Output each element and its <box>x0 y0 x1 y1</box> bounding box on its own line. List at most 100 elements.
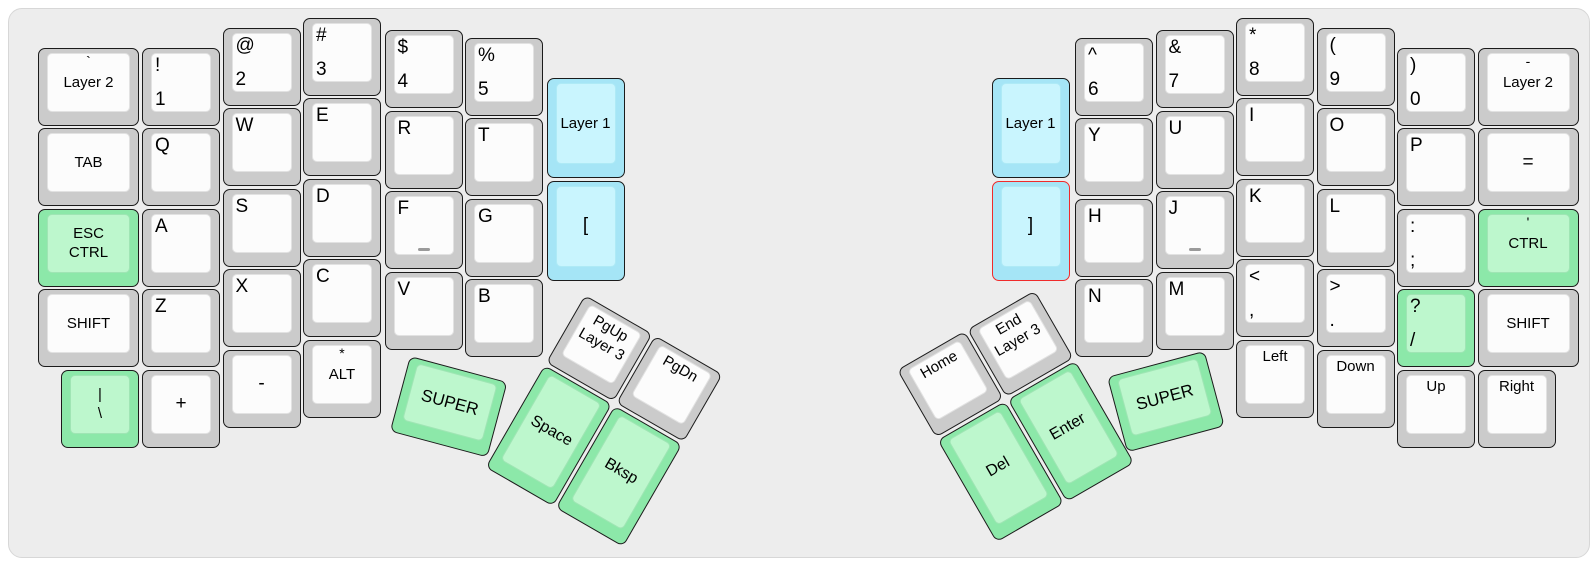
key-z[interactable]: Z <box>142 289 220 367</box>
key-h-legend: H <box>1088 205 1102 227</box>
key-up-arrow-legend: Up <box>1426 377 1446 395</box>
key-comma-legend: < <box>1249 266 1261 287</box>
key-b-cap: B <box>474 284 534 343</box>
key-question-slash[interactable]: ?/ <box>1397 289 1475 367</box>
key-5[interactable]: %5 <box>465 37 543 116</box>
key-super-left[interactable]: SUPER <box>389 356 508 458</box>
key-i-legend: I <box>1249 105 1255 126</box>
key-4[interactable]: $4 <box>384 30 463 108</box>
key-s[interactable]: S <box>222 188 301 267</box>
key-0-legend: ) <box>1410 54 1417 76</box>
key-y-legend: Y <box>1088 125 1101 146</box>
key-quote-ctrl-cap: 'CTRL <box>1486 213 1570 273</box>
key-1-legend: ! <box>155 54 161 76</box>
key-p[interactable]: P <box>1397 128 1475 206</box>
key-quote-ctrl[interactable]: 'CTRL <box>1477 208 1579 287</box>
key-down-arrow-cap: Down <box>1325 354 1386 414</box>
key-y[interactable]: Y <box>1075 118 1153 196</box>
key-pgdn-legend: PgDn <box>659 352 701 386</box>
key-equals[interactable]: = <box>1477 128 1579 206</box>
key-t[interactable]: T <box>465 118 543 196</box>
key-pipe-backslash[interactable]: |\ <box>61 369 139 448</box>
key-b[interactable]: B <box>465 279 543 357</box>
key-left-shift-cap: SHIFT <box>47 294 130 353</box>
key-dash-layer2-legend: Layer 2 <box>1502 73 1554 91</box>
key-right-shift[interactable]: SHIFT <box>1477 289 1579 367</box>
key-e[interactable]: E <box>303 98 381 176</box>
key-period-cap: >. <box>1325 274 1386 333</box>
key-1[interactable]: !1 <box>142 47 220 126</box>
key-2[interactable]: @2 <box>222 27 301 106</box>
key-up-arrow[interactable]: Up <box>1397 369 1475 448</box>
key-period[interactable]: >. <box>1316 269 1395 347</box>
key-r[interactable]: R <box>384 110 463 189</box>
key-o[interactable]: O <box>1316 108 1395 186</box>
key-tab[interactable]: TAB <box>38 128 139 206</box>
key-l[interactable]: L <box>1316 188 1395 267</box>
key-q-legend: Q <box>155 135 170 156</box>
key-left-shift[interactable]: SHIFT <box>38 289 139 367</box>
key-layer1-left[interactable]: Layer 1 <box>546 78 625 178</box>
key-8-legend: * <box>1249 24 1257 46</box>
key-super-right[interactable]: SUPER <box>1107 350 1225 453</box>
key-f[interactable]: F <box>384 191 463 269</box>
key-left-arrow[interactable]: Left <box>1236 339 1314 418</box>
key-right-bracket[interactable]: ] <box>991 180 1070 281</box>
key-3[interactable]: #3 <box>303 17 381 96</box>
key-minus[interactable]: - <box>222 349 301 428</box>
key-plus[interactable]: + <box>142 369 220 448</box>
key-c[interactable]: C <box>303 259 381 337</box>
key-0[interactable]: )0 <box>1397 47 1475 126</box>
key-left-bracket[interactable]: [ <box>546 180 625 281</box>
key-x[interactable]: X <box>222 269 301 347</box>
key-down-arrow[interactable]: Down <box>1316 349 1395 428</box>
key-k-cap: K <box>1245 183 1305 243</box>
key-h[interactable]: H <box>1075 198 1153 277</box>
key-x-legend: X <box>235 276 249 297</box>
key-c-legend: C <box>316 266 330 287</box>
key-6[interactable]: ^6 <box>1075 37 1153 116</box>
key-n[interactable]: N <box>1075 279 1153 357</box>
key-8[interactable]: *8 <box>1236 17 1314 96</box>
key-9[interactable]: (9 <box>1316 27 1395 106</box>
key-question-slash-cap: ?/ <box>1406 294 1466 353</box>
key-comma[interactable]: <, <box>1236 259 1314 337</box>
key-grave-layer2[interactable]: `Layer 2 <box>38 47 139 126</box>
key-dash-layer2[interactable]: -Layer 2 <box>1477 47 1579 126</box>
key-k[interactable]: K <box>1236 178 1314 257</box>
key-m-cap: M <box>1164 276 1225 336</box>
key-right-bracket-legend: ] <box>1027 215 1034 236</box>
key-right-arrow[interactable]: Right <box>1477 369 1556 448</box>
key-layer1-right[interactable]: Layer 1 <box>991 78 1070 178</box>
key-8-legend: 8 <box>1249 58 1260 80</box>
key-semicolon[interactable]: :; <box>1397 208 1475 287</box>
key-m[interactable]: M <box>1155 271 1234 350</box>
key-0-cap: )0 <box>1406 52 1466 112</box>
key-v[interactable]: V <box>384 271 463 350</box>
key-a[interactable]: A <box>142 208 220 287</box>
key-8-cap: *8 <box>1245 22 1305 82</box>
key-r-cap: R <box>393 115 454 175</box>
key-plus-legend: + <box>175 393 187 414</box>
key-g[interactable]: G <box>465 198 543 277</box>
key-j[interactable]: J <box>1155 191 1234 269</box>
key-star-alt[interactable]: *ALT <box>303 339 381 418</box>
key-q[interactable]: Q <box>142 128 220 206</box>
key-7-legend: & <box>1168 37 1182 58</box>
key-e-legend: E <box>316 105 329 126</box>
key-left-bracket-legend: [ <box>582 215 589 236</box>
key-pipe-backslash-legend: | <box>98 385 102 403</box>
key-super-left-legend: SUPER <box>419 385 481 419</box>
key-right-arrow-cap: Right <box>1486 374 1547 434</box>
key-u[interactable]: U <box>1155 110 1234 189</box>
key-d[interactable]: D <box>303 178 381 257</box>
key-j-cap: J <box>1164 196 1225 255</box>
key-i[interactable]: I <box>1236 98 1314 176</box>
key-w[interactable]: W <box>222 108 301 186</box>
key-grave-layer2-cap: `Layer 2 <box>47 52 130 112</box>
key-7[interactable]: &7 <box>1155 30 1234 108</box>
key-left-shift-legend: SHIFT <box>66 315 111 332</box>
key-semicolon-cap: :; <box>1406 213 1466 273</box>
